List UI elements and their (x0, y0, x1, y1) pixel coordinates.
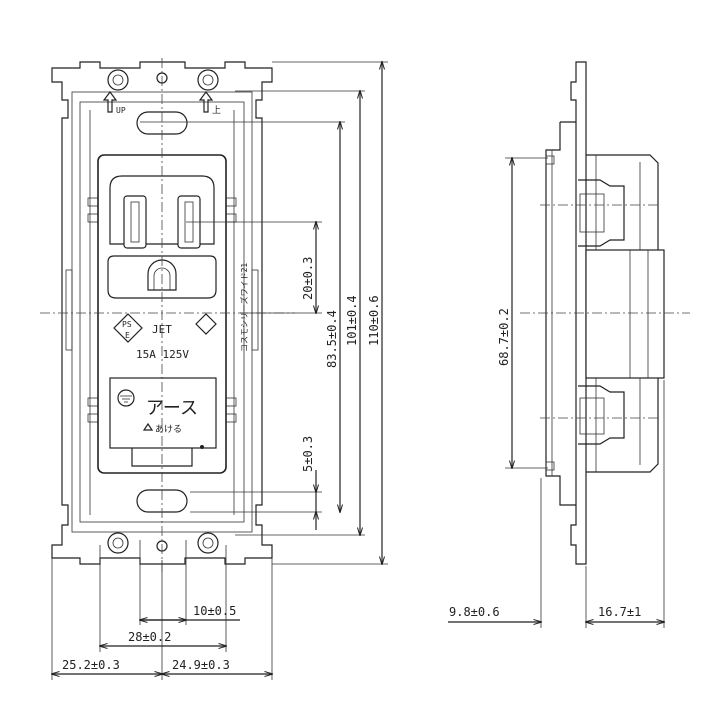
screw-hole-top-left (107, 69, 129, 91)
side-view (520, 61, 690, 565)
side-body-rear (545, 121, 576, 506)
pse-mark-bottom: E (125, 331, 130, 340)
earth-label: アース (146, 398, 198, 419)
earth-notch (131, 448, 193, 467)
screw-hole-top-right (197, 69, 219, 91)
open-label: あける (155, 424, 182, 435)
dim-68-7-label: 68.7±0.2 (497, 308, 511, 366)
up-arrow-left (102, 91, 118, 113)
dim-101-label: 101±0.4 (345, 295, 359, 346)
dim-25-2-label: 25.2±0.3 (62, 658, 120, 672)
dim-10-label: 10±0.5 (193, 604, 236, 618)
blade-slot-left-inner (130, 201, 140, 243)
up-arrow-right (198, 91, 214, 113)
up-mark-right: 上 (212, 105, 221, 116)
dim-28-label: 28±0.2 (128, 630, 171, 644)
dim-9-8-label: 9.8±0.6 (449, 605, 500, 619)
pse-mark: PS E (113, 313, 143, 343)
up-mark-left: UP (116, 106, 126, 115)
dim-110-label: 110±0.6 (367, 295, 381, 346)
earth-icon (117, 389, 135, 407)
side-plate (570, 61, 587, 565)
screw-hole-bottom-left (107, 532, 129, 554)
dim-16-7-label: 16.7±1 (598, 605, 641, 619)
receptacle-housing-side (585, 249, 665, 379)
screw-hole-bottom-right (197, 532, 219, 554)
dim-20-label: 20±0.3 (301, 257, 315, 300)
rating-label: 15A 125V (136, 348, 189, 361)
screw-hole-bottom-right-inner (202, 537, 214, 549)
front-view: UP 上 PS E JET 15A 125V コスモシリーズワ (40, 58, 295, 575)
indicator-dot (200, 445, 204, 449)
ground-hole-inner (153, 267, 171, 290)
screw-hole-bottom-left-inner (112, 537, 124, 549)
series-label: コスモシリーズワイド21 (239, 263, 249, 352)
lower-clip (578, 385, 625, 445)
maker-logo-icon (195, 313, 217, 335)
dim-5-label: 5±0.3 (301, 436, 315, 472)
side-dimensions: 68.7±0.2 9.8±0.6 16.7±1 (448, 158, 664, 628)
upper-clip (578, 179, 625, 247)
ground-recess (107, 255, 217, 299)
open-triangle-icon (142, 422, 154, 431)
receptacle-top (109, 175, 215, 245)
blade-slot-left (123, 195, 147, 249)
dim-24-9-label: 24.9±0.3 (172, 658, 230, 672)
screw-hole-top-left-inner (112, 74, 124, 86)
dim-83-5-label: 83.5±0.4 (325, 310, 339, 368)
front-dimensions: 20±0.3 5±0.3 83.5±0.4 101±0.4 110±0.6 10… (52, 62, 388, 680)
pse-mark-top: PS (122, 320, 132, 329)
screw-hole-top-right-inner (202, 74, 214, 86)
